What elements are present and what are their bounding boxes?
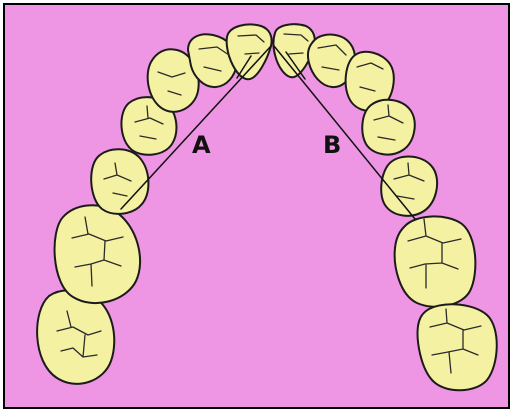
dental-arch-figure: A B <box>3 3 510 409</box>
dental-arch-diagram: A B <box>5 5 508 407</box>
label-b: B <box>323 131 341 159</box>
tooth-right-second-premolar <box>381 156 437 215</box>
tooth-left-second-premolar <box>91 149 148 214</box>
dental-arch <box>37 24 497 390</box>
tooth-right-first-molar <box>395 216 476 306</box>
label-a: A <box>192 131 211 159</box>
tooth-left-first-molar <box>55 205 141 303</box>
tooth-left-second-molar <box>37 290 114 383</box>
tooth-right-second-molar <box>418 304 497 390</box>
